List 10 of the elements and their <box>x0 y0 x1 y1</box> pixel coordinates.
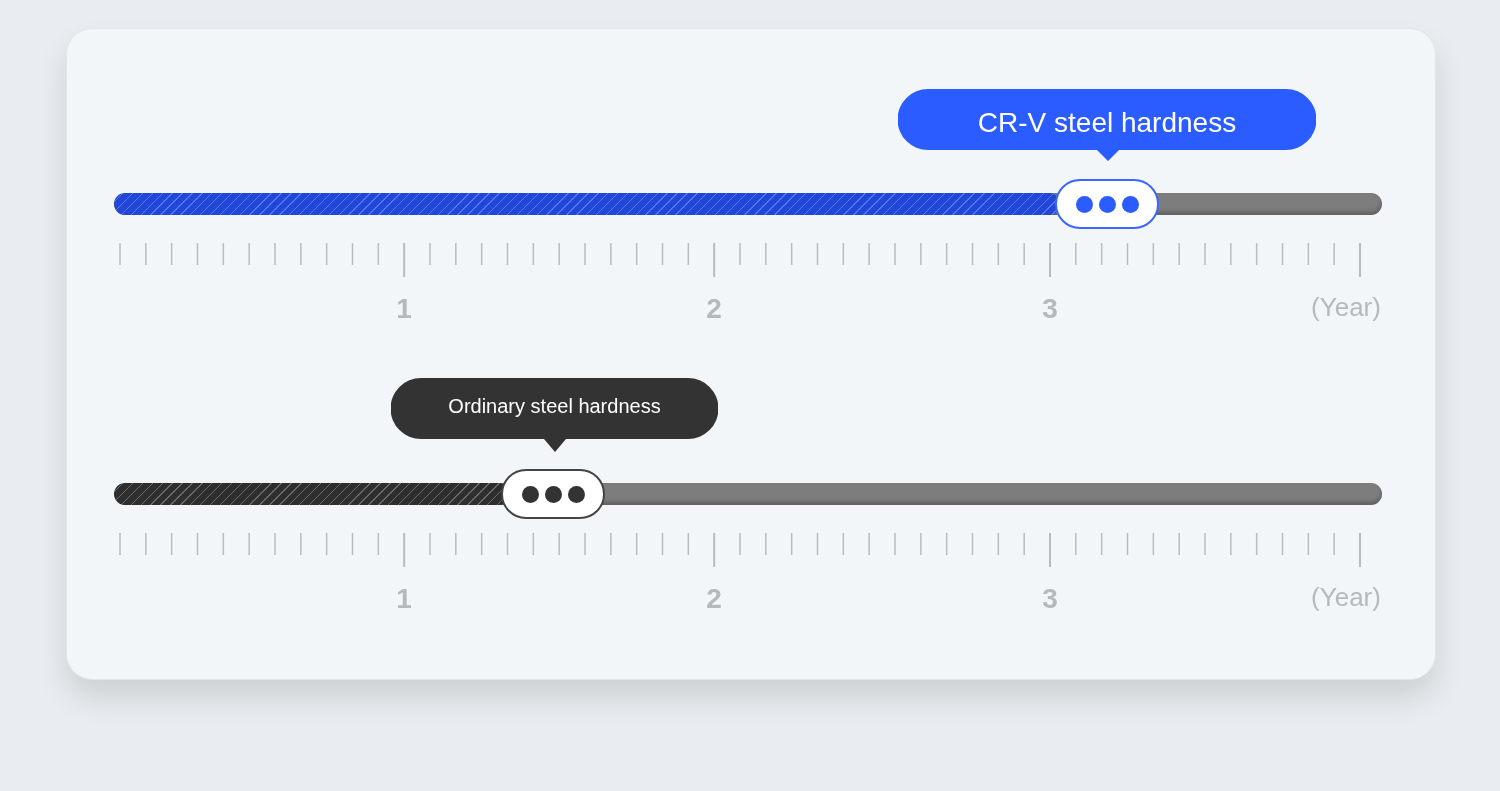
tick-label: 2 <box>706 292 722 326</box>
tick-label: 1 <box>396 292 412 326</box>
axis-unit-label: (Year) <box>1311 291 1381 324</box>
tick-label: 3 <box>1042 582 1058 616</box>
axis-unit-label: (Year) <box>1311 581 1381 614</box>
tooltip-bubble: CR-V steel hardness <box>898 89 1316 161</box>
tick-label: 1 <box>396 582 412 616</box>
tooltip-bubble: Ordinary steel hardness <box>391 378 718 452</box>
tick-label: 3 <box>1042 292 1058 326</box>
tick-label: 2 <box>706 582 722 616</box>
